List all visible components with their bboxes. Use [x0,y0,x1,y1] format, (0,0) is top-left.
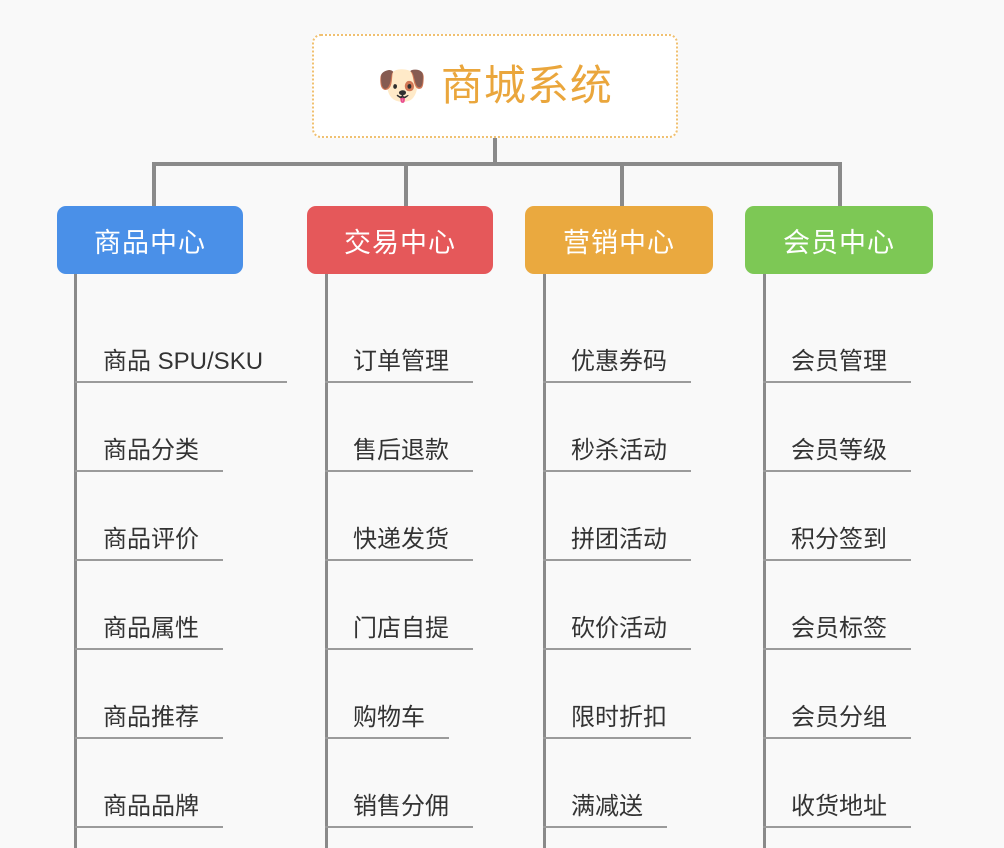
list-item[interactable]: 商品品牌 [57,739,243,828]
connector-drop-member-center [838,162,842,206]
leaf-label: 会员标签 [763,615,911,650]
branch-header-marketing-center[interactable]: 营销中心 [525,206,713,274]
leaf-label: 会员等级 [763,437,911,472]
trunk-line-member-center [763,274,766,848]
leaf-label: 收货地址 [763,793,911,828]
leaf-wrap-trade-center: 订单管理 售后退款 快递发货 门店自提 购物车 销售分佣 [307,274,493,848]
trunk-line-marketing-center [543,274,546,848]
list-item[interactable]: 售后退款 [307,383,493,472]
list-item[interactable]: 优惠券码 [525,294,713,383]
branch-header-member-center[interactable]: 会员中心 [745,206,933,274]
branch-header-product-center[interactable]: 商品中心 [57,206,243,274]
leaf-label: 商品推荐 [75,704,223,739]
list-item[interactable]: 积分签到 [745,472,933,561]
leaf-label: 商品分类 [75,437,223,472]
trunk-line-product-center [74,274,77,848]
branch-product-center: 商品中心 商品 SPU/SKU 商品分类 商品评价 商品属性 商品推荐 商品品牌 [57,206,288,848]
list-item[interactable]: 订单管理 [307,294,493,383]
leaf-list-marketing-center: 优惠券码 秒杀活动 拼团活动 砍价活动 限时折扣 满减送 [525,294,713,828]
list-item[interactable]: 快递发货 [307,472,493,561]
list-item[interactable]: 商品推荐 [57,650,243,739]
root-node[interactable]: 🐶 商城系统 [312,34,678,138]
leaf-label: 售后退款 [325,437,473,472]
leaf-wrap-product-center: 商品 SPU/SKU 商品分类 商品评价 商品属性 商品推荐 商品品牌 [57,274,288,848]
leaf-wrap-member-center: 会员管理 会员等级 积分签到 会员标签 会员分组 收货地址 [745,274,933,848]
leaf-label: 砍价活动 [543,615,691,650]
leaf-label: 商品评价 [75,526,223,561]
list-item[interactable]: 会员管理 [745,294,933,383]
list-item[interactable]: 商品属性 [57,561,243,650]
leaf-label: 限时折扣 [543,704,691,739]
leaf-label: 会员分组 [763,704,911,739]
list-item[interactable]: 砍价活动 [525,561,713,650]
list-item[interactable]: 商品 SPU/SKU [57,294,288,383]
connector-drop-product-center [152,162,156,206]
leaf-label: 满减送 [543,793,667,828]
leaf-list-product-center: 商品 SPU/SKU 商品分类 商品评价 商品属性 商品推荐 商品品牌 [57,294,288,828]
leaf-label: 商品品牌 [75,793,223,828]
dog-face-icon: 🐶 [377,64,427,108]
list-item[interactable]: 门店自提 [307,561,493,650]
list-item[interactable]: 会员分组 [745,650,933,739]
leaf-label: 购物车 [325,704,449,739]
list-item[interactable]: 限时折扣 [525,650,713,739]
list-item[interactable]: 秒杀活动 [525,383,713,472]
connector-horizontal-bus [152,162,840,166]
trunk-line-trade-center [325,274,328,848]
leaf-list-trade-center: 订单管理 售后退款 快递发货 门店自提 购物车 销售分佣 [307,294,493,828]
leaf-label: 秒杀活动 [543,437,691,472]
list-item[interactable]: 会员等级 [745,383,933,472]
list-item[interactable]: 拼团活动 [525,472,713,561]
leaf-list-member-center: 会员管理 会员等级 积分签到 会员标签 会员分组 收货地址 [745,294,933,828]
leaf-label: 商品属性 [75,615,223,650]
leaf-label: 会员管理 [763,348,911,383]
root-title: 商城系统 [440,62,613,109]
list-item[interactable]: 满减送 [525,739,713,828]
branch-trade-center: 交易中心 订单管理 售后退款 快递发货 门店自提 购物车 销售分佣 [307,206,493,848]
branch-marketing-center: 营销中心 优惠券码 秒杀活动 拼团活动 砍价活动 限时折扣 满减送 [525,206,713,848]
list-item[interactable]: 销售分佣 [307,739,493,828]
leaf-label: 商品 SPU/SKU [75,348,288,383]
leaf-label: 订单管理 [325,348,473,383]
branch-header-trade-center[interactable]: 交易中心 [307,206,493,274]
connector-drop-trade-center [404,162,408,206]
leaf-label: 快递发货 [325,526,473,561]
leaf-wrap-marketing-center: 优惠券码 秒杀活动 拼团活动 砍价活动 限时折扣 满减送 [525,274,713,848]
connector-drop-marketing-center [620,162,624,206]
leaf-label: 拼团活动 [543,526,691,561]
leaf-label: 积分签到 [763,526,911,561]
list-item[interactable]: 商品评价 [57,472,243,561]
list-item[interactable]: 商品分类 [57,383,243,472]
connector-root-stub [493,138,497,166]
list-item[interactable]: 收货地址 [745,739,933,828]
leaf-label: 优惠券码 [543,348,691,383]
leaf-label: 销售分佣 [325,793,473,828]
leaf-label: 门店自提 [325,615,473,650]
branch-member-center: 会员中心 会员管理 会员等级 积分签到 会员标签 会员分组 收货地址 [745,206,933,848]
list-item[interactable]: 会员标签 [745,561,933,650]
list-item[interactable]: 购物车 [307,650,493,739]
